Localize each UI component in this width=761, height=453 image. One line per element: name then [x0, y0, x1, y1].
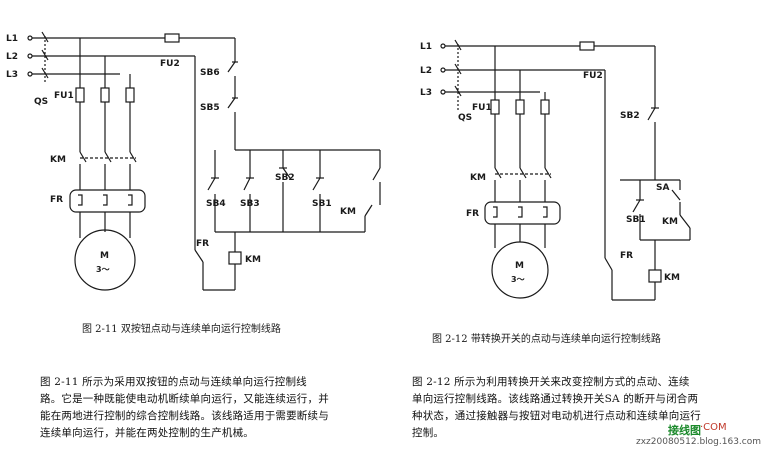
left-l3-label: L3 — [6, 70, 18, 80]
right-km-label: KM — [470, 173, 486, 183]
left-sb2-label: SB2 — [275, 173, 295, 183]
right-fr-label: FR — [466, 209, 479, 219]
right-fu2-label: FU2 — [583, 71, 603, 81]
right-text-line-1: 图 2-12 所示为利用转换开关来改变控制方式的点动、连续 — [412, 376, 690, 388]
left-fu1-label: FU1 — [54, 91, 74, 101]
left-sb4-label: SB4 — [206, 199, 226, 209]
left-qs-label: QS — [34, 97, 48, 107]
left-description: 图 2-11 所示为采用双按钮的点动与连续单向运行控制线 路。它是一种既能使电动… — [40, 374, 329, 442]
right-fr-contact-label: FR — [620, 251, 633, 261]
right-km-coil-label: KM — [664, 273, 680, 283]
left-l2-label: L2 — [6, 52, 18, 62]
right-qs-label: QS — [458, 113, 472, 123]
left-text-line-4: 连续单向运行，并能在两处控制的生产机械。 — [40, 427, 254, 439]
left-km-label: KM — [50, 155, 66, 165]
left-circuit — [27, 31, 381, 291]
left-text-line-1: 图 2-11 所示为采用双按钮的点动与连续单向运行控制线 — [40, 376, 307, 388]
left-sb3-label: SB3 — [240, 199, 260, 209]
left-km-contact-label: KM — [340, 207, 356, 217]
watermark-url: zxz20080512.blog.163.com — [636, 437, 761, 447]
right-l1-label: L1 — [420, 42, 432, 52]
right-motor-sub: 3～ — [511, 275, 525, 284]
left-caption: 图 2-11 双按钮点动与连续单向运行控制线路 — [82, 322, 281, 335]
right-l2-label: L2 — [420, 66, 432, 76]
right-sa-label: SA — [656, 183, 669, 193]
left-km-coil-label: KM — [245, 255, 261, 265]
right-motor-label: M — [515, 261, 524, 271]
left-sb6-label: SB6 — [200, 68, 220, 78]
right-fu1-label: FU1 — [472, 103, 492, 113]
watermark-logo: 接线图 — [668, 424, 701, 437]
left-sb5-label: SB5 — [200, 103, 220, 113]
right-circuit — [440, 39, 691, 301]
left-fr-label: FR — [50, 195, 63, 205]
watermark-suffix: ·COM — [700, 422, 727, 433]
right-sb1-label: SB1 — [626, 215, 646, 225]
left-text-line-2: 路。它是一种既能使电动机断续单向运行，又能连续运行，并 — [40, 393, 329, 405]
left-fr-contact-label: FR — [196, 239, 209, 249]
left-motor-label: M — [100, 251, 109, 261]
left-sb1-label: SB1 — [312, 199, 332, 209]
left-l1-label: L1 — [6, 34, 18, 44]
right-l3-label: L3 — [420, 88, 432, 98]
left-motor-sub: 3～ — [96, 265, 110, 274]
right-text-line-2: 单向运行控制线路。该线路通过转换开关SA 的断开与闭合两 — [412, 393, 699, 405]
right-km-contact-label: KM — [662, 217, 678, 227]
right-text-line-3: 种状态，通过接触器与按钮对电动机进行点动和连续单向运行 — [412, 410, 701, 422]
right-caption: 图 2-12 带转换开关的点动与连续单向运行控制线路 — [432, 332, 661, 345]
right-text-line-4: 控制。 — [412, 427, 445, 439]
right-description: 图 2-12 所示为利用转换开关来改变控制方式的点动、连续 单向运行控制线路。该… — [412, 374, 701, 442]
right-sb2-label: SB2 — [620, 111, 640, 121]
left-text-line-3: 能在两地进行控制的综合控制线路。该线路适用于需要断续与 — [40, 410, 329, 422]
left-fu2-label: FU2 — [160, 59, 180, 69]
